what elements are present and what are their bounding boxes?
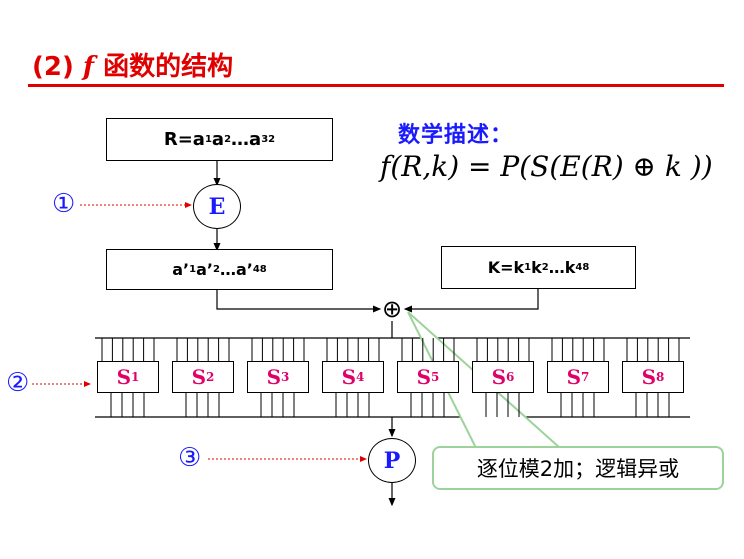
title-prefix: (2) [32, 52, 74, 82]
title-underline [28, 84, 724, 87]
sbox-subscript: 4 [356, 370, 365, 384]
expanded-t3: …a’ [219, 260, 253, 279]
formula: f(R,k) = P(S(E(R) ⊕ k )) [380, 150, 713, 183]
sbox-subscript: 8 [656, 370, 665, 384]
input-r-text: R=a [163, 129, 205, 150]
key-s1: 1 [524, 262, 532, 273]
step-marker-3: ③ [178, 443, 202, 473]
sbox-label: S [641, 365, 657, 389]
key-s3: 48 [575, 262, 590, 273]
key-t1: K=k [487, 258, 525, 277]
input-r-dots: …a [231, 129, 262, 150]
expanded-s1: 1 [189, 264, 197, 275]
xor-callout: 逐位模2加；逻辑异或 [432, 446, 724, 490]
sbox-subscript: 6 [506, 370, 515, 384]
sbox-label: S [491, 365, 507, 389]
step-marker-1: ① [52, 189, 76, 219]
expanded-box: a’1 a’2 …a’48 [106, 249, 333, 290]
sbox-subscript: 3 [281, 370, 290, 384]
key-s2: 2 [541, 262, 549, 273]
title-function: f [82, 52, 95, 82]
expanded-s3: 48 [252, 264, 267, 275]
sbox-label: S [116, 365, 132, 389]
xor-operator: ⊕ [381, 295, 403, 323]
step-marker-2: ② [6, 368, 30, 398]
input-r-sub3: 32 [261, 134, 276, 145]
input-r-a2: a [211, 129, 225, 150]
expanded-s2: 2 [212, 264, 220, 275]
expansion-e-circle: E [193, 184, 241, 229]
sbox-subscript: 5 [431, 370, 440, 384]
expanded-t2: a’ [196, 260, 213, 279]
sbox-label: S [191, 365, 207, 389]
sbox-label: S [416, 365, 432, 389]
title-text: 函数的结构 [103, 52, 234, 82]
sbox-subscript: 2 [206, 370, 215, 384]
sbox-subscript: 1 [131, 370, 140, 384]
permutation-p-circle: P [368, 438, 416, 483]
sbox-label: S [341, 365, 357, 389]
sbox-label: S [566, 365, 582, 389]
input-r-sub1: 1 [204, 134, 212, 145]
sbox-label: S [266, 365, 282, 389]
key-t2: k [531, 258, 542, 277]
input-r-sub2: 2 [224, 134, 232, 145]
page-title: (2) f 函数的结构 [32, 46, 233, 83]
description-label: 数学描述： [398, 123, 514, 148]
sbox-subscript: 7 [581, 370, 590, 384]
expanded-t1: a’ [172, 260, 190, 279]
key-t3: …k [548, 258, 576, 277]
